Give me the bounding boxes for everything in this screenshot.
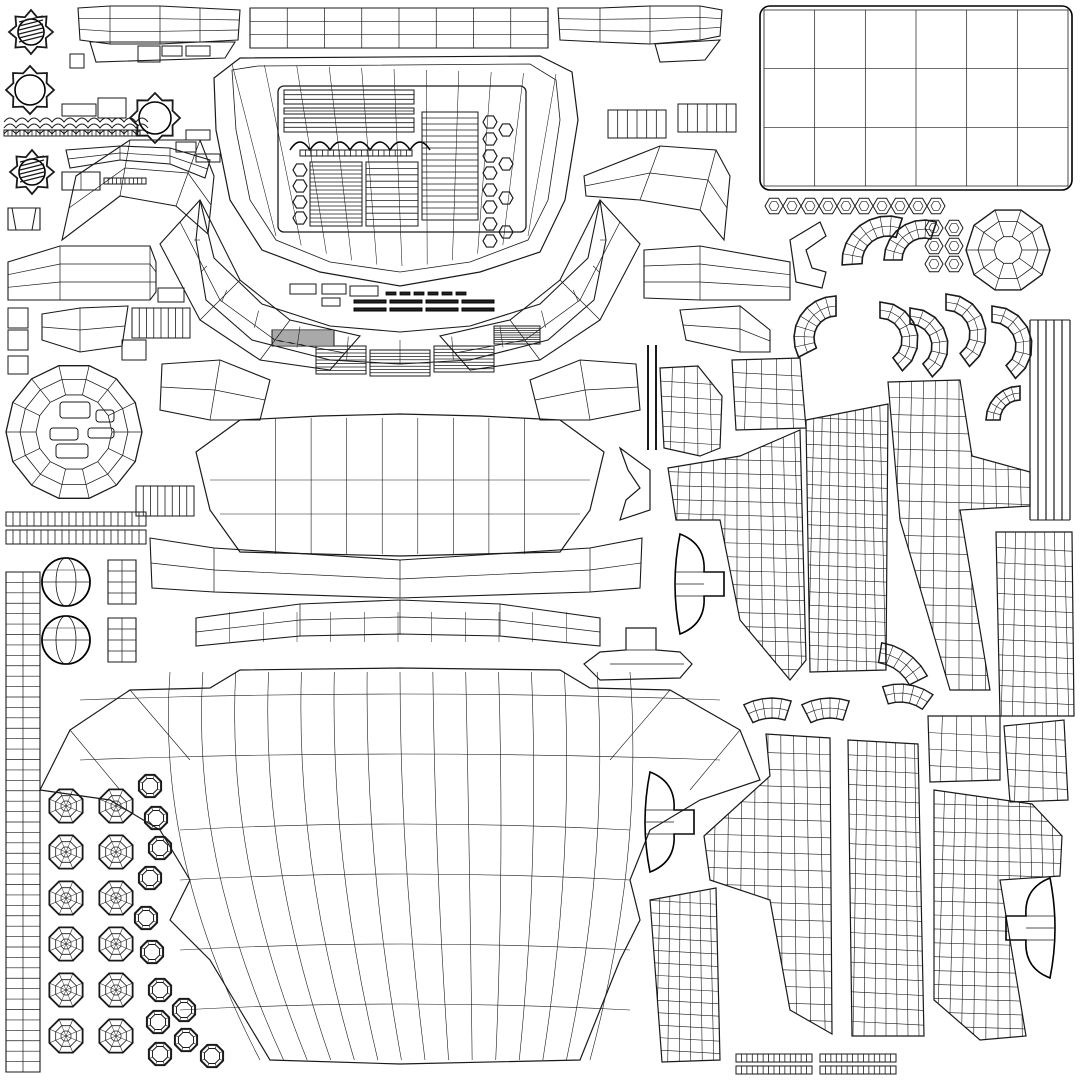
door-panel-left [667, 429, 807, 681]
armrest [7, 145, 211, 231]
door-panel-left [703, 733, 833, 1036]
gear-wheel [8, 148, 56, 196]
gear-wheel [674, 532, 725, 636]
roof-rail [742, 641, 934, 724]
roof-rail [793, 215, 1033, 421]
tire-tread-rings [133, 773, 225, 1069]
dashboard-lower-panel [194, 199, 607, 365]
seat-cushion [271, 325, 541, 377]
small-bracket [583, 627, 693, 681]
seat-back [847, 739, 925, 1037]
gear-wheel [1005, 876, 1056, 980]
top-bumper-strip-left [77, 5, 241, 63]
sphere-dome [41, 557, 91, 665]
seat-back [649, 887, 721, 1063]
seat-back [995, 531, 1075, 717]
floor-pan [39, 667, 761, 1065]
vertical-trim-strip [5, 571, 41, 1073]
gear-wheel [4, 64, 56, 116]
small-tag-rects [61, 45, 221, 163]
wheel-rim-dials [5, 365, 143, 499]
lower-skirt-strip [735, 1053, 897, 1075]
door-panel-right [933, 789, 1063, 1041]
top-bumper-strip-right [557, 5, 723, 63]
wave-strip [3, 117, 149, 137]
door-panel-left [805, 403, 889, 673]
gear-wheel [7, 8, 55, 56]
armrest [927, 715, 1001, 783]
vertical-trim-strip [647, 319, 1071, 521]
hex-bolt-cluster [764, 197, 964, 273]
armrest [659, 365, 723, 457]
door-panel-right [438, 145, 731, 371]
sphere-dome [965, 209, 1051, 291]
rear-window-panel [759, 5, 1073, 191]
side-fender-strips [7, 103, 791, 517]
lower-skirt-strip [5, 511, 643, 647]
seat-back [195, 413, 605, 557]
door-panel-left [61, 139, 362, 371]
small-bracket [618, 221, 827, 521]
gear-wheel [644, 770, 695, 874]
top-bumper-strip-center [249, 7, 549, 49]
armrest [731, 357, 807, 431]
armrest [1003, 719, 1069, 803]
octagon-rim-caps [48, 788, 134, 1054]
small-bracket [107, 559, 137, 663]
dashboard-panel [277, 85, 527, 248]
door-panel-right [887, 379, 1031, 691]
